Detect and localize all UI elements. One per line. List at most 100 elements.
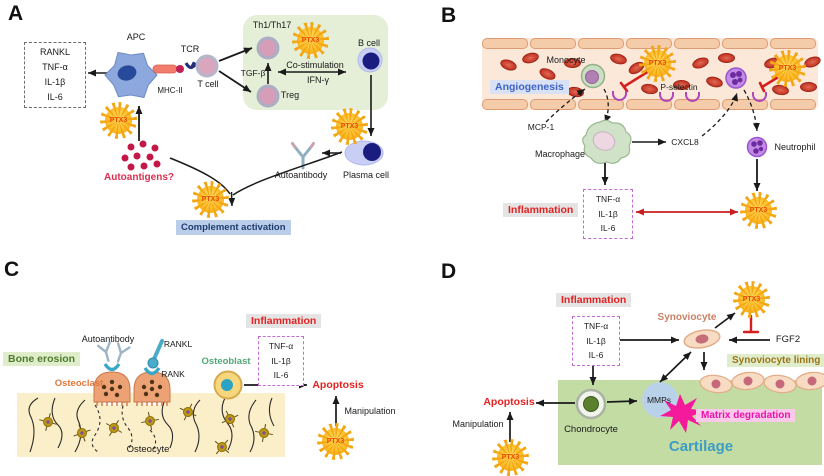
panel-a-letter: A: [8, 2, 24, 25]
tcr-receptor: [184, 61, 198, 70]
ptx3-sun: PTX3: [292, 22, 329, 59]
rank-receptor-right: [143, 367, 161, 376]
tcr-label: TCR: [180, 44, 200, 54]
ptx3-inhibition-fgf2: [742, 314, 760, 334]
autoantibody-icons: [96, 341, 131, 363]
red-blood-cell: [800, 82, 817, 92]
cytokine-line: IL-6: [600, 223, 616, 233]
ptx3-sun-label: PTX3: [742, 296, 761, 303]
cytokine-line: TNF-α: [595, 194, 621, 204]
bone-erosion-tag: Bone erosion: [3, 352, 81, 366]
neutrophil-cell: [746, 136, 768, 158]
ptx3-sun: PTX3: [639, 45, 676, 82]
red-blood-cell: [718, 53, 735, 63]
synoviocyte-lining-cells: [699, 371, 824, 394]
b-cell-label: B cell: [357, 38, 381, 48]
osteocyte-label: Osteocyte: [126, 444, 170, 455]
macrophage-label: Macrophage: [534, 149, 586, 159]
macrophage-cell: [582, 119, 632, 164]
co-stimulation-label: Co-stimulation: [286, 60, 344, 70]
complement-activation-box: Complement activation: [176, 220, 291, 235]
angiogenesis-tag: Angiogenesis: [490, 80, 569, 94]
treg-label: Treg: [280, 90, 300, 100]
manipulation-label-d: Manipulation: [452, 419, 504, 429]
cytokine-line: IL-6: [588, 350, 604, 360]
b-cell: [357, 47, 383, 73]
plasma-cell-label: Plasma cell: [342, 170, 390, 180]
plasma-cell: [344, 140, 384, 166]
panel-c-graphics: [28, 339, 340, 455]
autoantigens-label: Autoantigens?: [104, 172, 174, 183]
ptx3-sun: PTX3: [740, 192, 777, 229]
rankl-ligand: [147, 339, 164, 369]
neutrophil-in-vessel: [725, 67, 747, 89]
ptx3-sun: PTX3: [769, 50, 806, 87]
osteocyte-cells: [39, 403, 273, 455]
panel-c-letter: C: [4, 258, 20, 281]
panel-b-graphics: [545, 63, 782, 216]
monocyte-label: Monocyte: [546, 55, 586, 65]
th1-th17-label: Th1/Th17: [252, 20, 292, 30]
apoptosis-label-c: Apoptosis: [312, 379, 364, 391]
mmps-label: MMPs: [646, 395, 672, 405]
mhc2-molecule: [152, 64, 184, 74]
osteoclast-label: Osteoclast: [54, 378, 104, 389]
cytokine-line: IL-1β: [44, 77, 66, 87]
osteoblast-cell: [213, 370, 243, 400]
ptx3-sun: PTX3: [317, 423, 354, 460]
autoantigen-dots: [121, 140, 161, 171]
panel-b-cytokine-box: TNF-α IL-1β IL-6: [583, 189, 633, 239]
cytokine-line: IL-1β: [598, 208, 618, 219]
cxcl8-label: CXCL8: [671, 137, 699, 147]
cytokine-line: RANKL: [39, 47, 70, 57]
vessel-wall-bottom: [482, 99, 816, 110]
ptx3-sun: PTX3: [192, 181, 229, 218]
mcp1-label: MCP-1: [527, 122, 555, 132]
rankl-label: RANKL: [163, 339, 193, 349]
panel-b-letter: B: [441, 4, 457, 27]
p-selectin-receptor: [659, 92, 674, 102]
cartilage-label: Cartilage: [668, 438, 734, 455]
cytokine-line: IL-6: [47, 92, 63, 102]
tgf-b-label: TGF-β: [240, 68, 266, 78]
panel-c-cytokine-box: TNF-α IL-1β IL-6: [258, 336, 304, 386]
apc-cell: [104, 52, 158, 98]
panel-d-letter: D: [441, 260, 457, 283]
mmps-bubble: [642, 382, 678, 418]
panel-d-graphics: [506, 312, 824, 442]
autoantibody-label-c: Autoantibody: [81, 334, 135, 344]
cytokine-line: IL-1β: [271, 355, 291, 366]
matrix-degradation-tag: Matrix degradation: [696, 409, 796, 422]
rank-receptor-left: [103, 363, 121, 372]
osteoclast-cells: [93, 371, 171, 406]
cytokine-line: TNF-α: [42, 62, 68, 72]
inflammation-tag-b: Inflammation: [503, 203, 579, 217]
ptx3-sun-label: PTX3: [778, 65, 797, 72]
fgf2-label: FGF2: [775, 334, 801, 345]
bone-collagen-lines: [28, 397, 275, 453]
cytokine-line: TNF-α: [583, 321, 609, 331]
ptx3-sun: PTX3: [331, 108, 368, 145]
inflammation-tag-c: Inflammation: [246, 314, 322, 328]
apc-label: APC: [126, 32, 146, 42]
panel-a-graphics: [88, 36, 384, 207]
synoviocyte-lining-tag: Synoviocyte lining: [727, 354, 824, 367]
autoantibody-icon: [291, 142, 315, 170]
p-selectin-receptor: [685, 92, 700, 102]
cytokine-line: IL-1β: [586, 335, 606, 346]
ptx3-sun-label: PTX3: [326, 438, 345, 445]
panel-d-cytokine-box: TNF-α IL-1β IL-6: [572, 316, 620, 366]
p-selectin-receptor: [612, 91, 627, 101]
ptx3-sun: PTX3: [100, 102, 137, 139]
synoviocyte-cell: [683, 329, 721, 349]
synoviocyte-label: Synoviocyte: [657, 312, 717, 323]
ptx3-sun-label: PTX3: [501, 454, 520, 461]
osteoblast-label: Osteoblast: [201, 356, 251, 367]
treg-cell: [256, 84, 280, 108]
ptx3-sun-label: PTX3: [201, 196, 220, 203]
autoantibody-label: Autoantibody: [274, 170, 328, 180]
apoptosis-label-d: Apoptosis: [483, 396, 535, 408]
th1-th17-cell: [256, 36, 280, 60]
